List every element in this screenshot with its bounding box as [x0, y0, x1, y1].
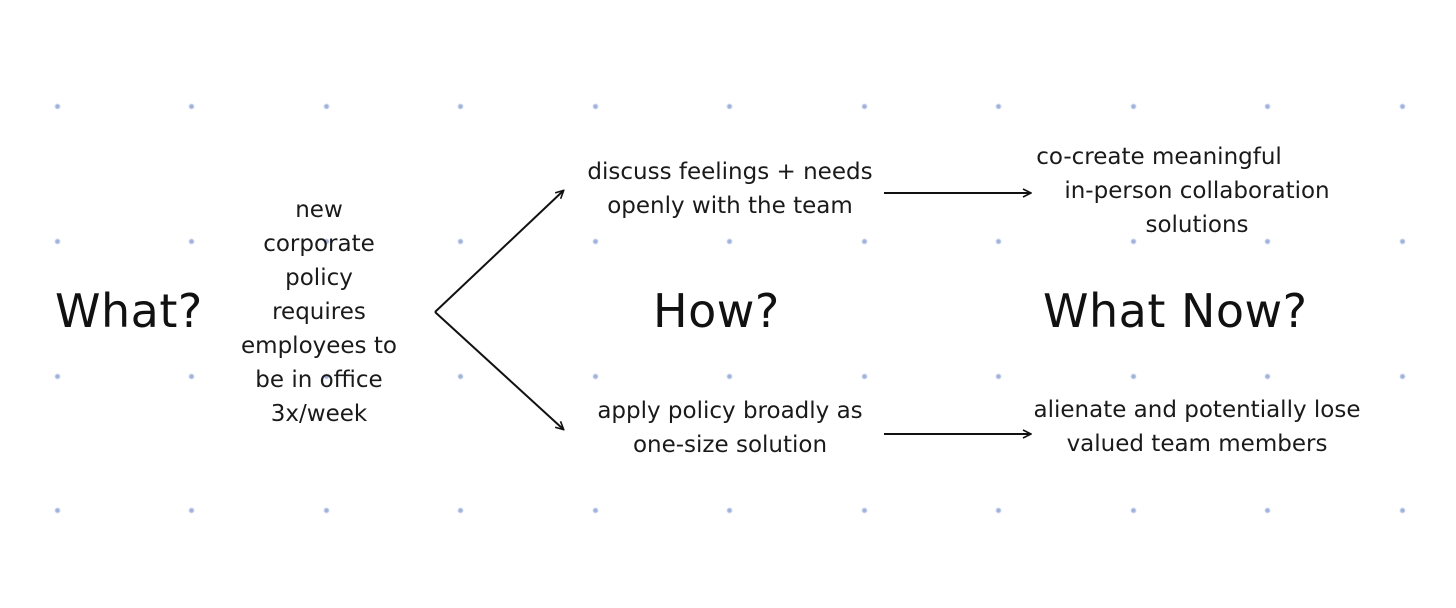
grid-dot	[592, 507, 598, 513]
grid-dot	[861, 238, 867, 244]
top-action-line: discuss feelings + needs	[587, 159, 873, 185]
top-action-text: discuss feelings + needs openly with the…	[570, 155, 890, 223]
grid-dot	[188, 373, 194, 379]
grid-dot	[726, 507, 732, 513]
grid-dot	[1399, 103, 1405, 109]
grid-dot	[1399, 238, 1405, 244]
grid-dot	[54, 373, 60, 379]
heading-what: What?	[55, 284, 203, 338]
situation-line: be in office	[255, 367, 383, 393]
grid-dot	[1130, 103, 1136, 109]
grid-dot	[323, 507, 329, 513]
top-outcome-line: co-create meaningful	[1036, 144, 1282, 170]
heading-how: How?	[653, 284, 780, 338]
grid-dot	[188, 238, 194, 244]
grid-dot	[1130, 373, 1136, 379]
grid-dot	[457, 103, 463, 109]
grid-dot	[861, 103, 867, 109]
top-action-line: openly with the team	[607, 193, 853, 219]
grid-dot	[726, 373, 732, 379]
grid-dot	[54, 103, 60, 109]
bottom-action-line: one-size solution	[632, 432, 828, 458]
grid-dot	[457, 507, 463, 513]
grid-dot	[861, 507, 867, 513]
grid-dot	[1130, 238, 1136, 244]
situation-line: corporate	[263, 231, 375, 257]
grid-dot	[995, 507, 1001, 513]
grid-dot	[1264, 238, 1270, 244]
situation-line: new	[295, 197, 343, 223]
grid-dot	[995, 238, 1001, 244]
grid-dot	[726, 238, 732, 244]
grid-dot	[861, 373, 867, 379]
bottom-outcome-line: alienate and potentially lose	[1033, 397, 1361, 423]
grid-dot	[188, 103, 194, 109]
top-outcome-line: solutions	[1145, 212, 1249, 238]
top-outcome-text: co-create meaningful in-person collabora…	[1032, 140, 1362, 242]
grid-dot	[726, 103, 732, 109]
situation-line: policy	[285, 265, 353, 291]
grid-dot	[1264, 103, 1270, 109]
bottom-outcome-line: valued team members	[1066, 431, 1328, 457]
bottom-action-text: apply policy broadly as one-size solutio…	[570, 394, 890, 462]
branch-arrow-down-icon	[434, 311, 563, 429]
grid-dot	[592, 373, 598, 379]
grid-dot	[323, 238, 329, 244]
grid-dot	[323, 373, 329, 379]
grid-dot	[323, 103, 329, 109]
grid-dot	[592, 103, 598, 109]
grid-dot	[995, 103, 1001, 109]
grid-dot	[1264, 373, 1270, 379]
top-outcome-line: in-person collaboration	[1064, 178, 1330, 204]
situation-line: requires	[272, 299, 366, 325]
grid-dot	[1130, 507, 1136, 513]
situation-text: new corporate policy requires employees …	[214, 193, 424, 431]
grid-dot	[54, 507, 60, 513]
grid-dot	[1399, 373, 1405, 379]
situation-line: employees to	[241, 333, 397, 359]
bottom-outcome-text: alienate and potentially lose valued tea…	[1017, 393, 1377, 461]
grid-dot	[457, 373, 463, 379]
grid-dot	[54, 238, 60, 244]
grid-dot	[995, 373, 1001, 379]
bottom-action-line: apply policy broadly as	[597, 398, 863, 424]
grid-dot	[592, 238, 598, 244]
situation-line: 3x/week	[270, 401, 368, 427]
grid-dot	[1399, 507, 1405, 513]
branch-arrow-up-icon	[434, 191, 563, 313]
grid-dot	[1264, 507, 1270, 513]
grid-dot	[188, 507, 194, 513]
grid-dot	[457, 238, 463, 244]
heading-what-now: What Now?	[1043, 284, 1308, 338]
